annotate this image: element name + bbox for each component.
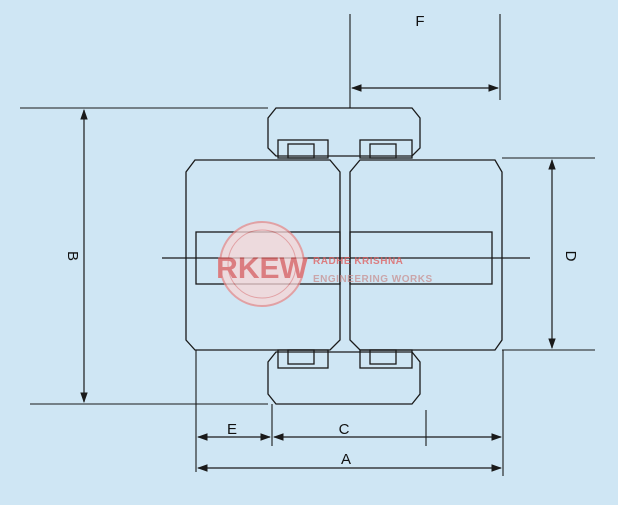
- bottom-left-block-inner: [287, 349, 315, 365]
- dim-label-f: F: [415, 13, 424, 30]
- watermark-seal: [219, 221, 305, 307]
- dim-label-a: A: [341, 451, 351, 468]
- right-hub: [349, 159, 503, 351]
- dim-label-c: C: [339, 421, 350, 438]
- left-hub: [185, 159, 341, 351]
- top-left-block: [277, 139, 329, 159]
- bottom-right-block: [359, 349, 413, 369]
- top-flange: [267, 107, 421, 157]
- dim-label-b: B: [64, 251, 81, 261]
- dim-label-e: E: [227, 421, 237, 438]
- watermark-company-line2: ENGINEERING WORKS: [313, 274, 433, 285]
- watermark: RKEW RADHE KRISHNA ENGINEERING WORKS: [216, 221, 433, 307]
- bottom-right-block-inner: [369, 349, 397, 365]
- top-right-block-inner: [369, 143, 397, 159]
- bottom-flange: [267, 351, 421, 405]
- bottom-left-block: [277, 349, 329, 369]
- top-right-block: [359, 139, 413, 159]
- dim-label-d: D: [562, 251, 579, 262]
- top-left-block-inner: [287, 143, 315, 159]
- watermark-logo: RKEW: [216, 252, 308, 285]
- watermark-company-line1: RADHE KRISHNA: [313, 256, 403, 267]
